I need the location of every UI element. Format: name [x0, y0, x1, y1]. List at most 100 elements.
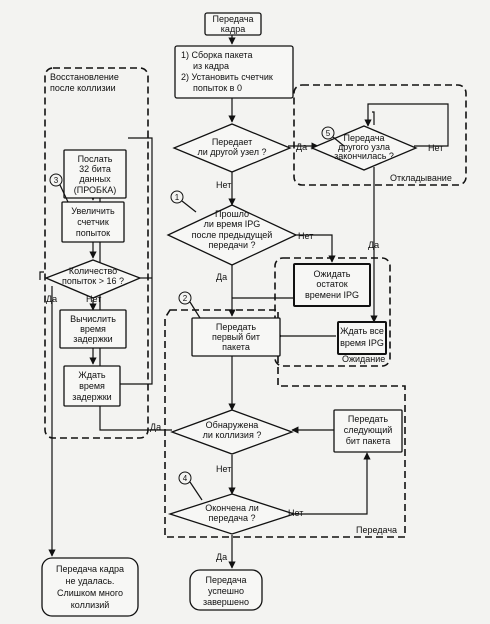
svg-text:Передать: Передать	[216, 322, 256, 332]
group-deferral	[293, 84, 467, 186]
svg-text:Передача: Передача	[205, 575, 246, 585]
svg-text:32 бита: 32 бита	[79, 164, 111, 174]
svg-text:Ждать: Ждать	[78, 370, 105, 380]
label-yes: Да	[150, 422, 161, 432]
svg-text:Передача: Передача	[343, 133, 384, 143]
svg-text:успешно: успешно	[208, 586, 244, 596]
label-yes: Да	[368, 240, 379, 250]
svg-text:4: 4	[183, 474, 188, 483]
svg-text:5: 5	[326, 129, 331, 138]
svg-text:задержки: задержки	[72, 392, 111, 402]
svg-text:Послать: Послать	[78, 154, 113, 164]
svg-text:Передать: Передать	[348, 414, 388, 424]
svg-text:попыток: попыток	[76, 228, 110, 238]
decision-attempts-exceeded: Количество попыток > 16 ?	[44, 259, 142, 299]
group-transmission	[164, 309, 406, 538]
marker-1: 1	[170, 190, 197, 213]
svg-text:не удалась.: не удалась.	[66, 576, 115, 586]
svg-text:Обнаружена: Обнаружена	[206, 420, 259, 430]
svg-text:ли другой узел ?: ли другой узел ?	[197, 147, 266, 157]
group-recovery-title: после коллизии	[50, 83, 116, 93]
marker-4: 4	[178, 471, 203, 501]
svg-text:ли время IPG: ли время IPG	[204, 219, 261, 229]
decision-other-node-transmitting: Передает ли другой узел ?	[172, 123, 292, 173]
svg-text:ли коллизия ?: ли коллизия ?	[203, 430, 262, 440]
start-terminal: Передача кадра	[204, 12, 262, 36]
svg-text:закончилась ?: закончилась ?	[334, 151, 394, 161]
svg-text:Прошло: Прошло	[215, 209, 249, 219]
svg-text:кадра: кадра	[221, 24, 245, 34]
svg-text:Ожидать: Ожидать	[314, 269, 351, 279]
calculate-delay-block: Вычислить время задержки	[59, 309, 127, 349]
svg-text:Слишком много: Слишком много	[57, 588, 123, 598]
group-deferral-label: Откладывание	[390, 173, 452, 183]
svg-text:попыток в 0: попыток в 0	[193, 83, 242, 93]
group-recovery-title: Восстановление	[50, 72, 119, 82]
group-transmission-label: Передача	[356, 525, 397, 535]
svg-text:бит пакета: бит пакета	[346, 436, 390, 446]
svg-text:Увеличить: Увеличить	[71, 206, 115, 216]
svg-text:2) Установить счетчик: 2) Установить счетчик	[181, 72, 273, 82]
svg-text:Передает: Передает	[212, 137, 252, 147]
assemble-packet-block: 1) Сборка пакета из кадра 2) Установить …	[174, 45, 294, 99]
svg-text:время: время	[80, 324, 106, 334]
svg-text:Ждать все: Ждать все	[340, 326, 384, 336]
svg-text:из кадра: из кадра	[193, 61, 229, 71]
label-no: Нет	[428, 143, 443, 153]
svg-text:передача ?: передача ?	[209, 513, 256, 523]
group-waiting-label: Ожидание	[342, 354, 385, 364]
svg-text:3: 3	[54, 176, 59, 185]
marker-3: 3	[49, 173, 69, 203]
svg-text:времени IPG: времени IPG	[305, 290, 359, 300]
label-yes: Да	[216, 272, 227, 282]
svg-text:счетчик: счетчик	[77, 217, 109, 227]
send-jam-block: Послать 32 бита данных (ПРОБКА)	[63, 149, 127, 199]
svg-text:остаток: остаток	[316, 279, 347, 289]
label-no: Нет	[216, 180, 231, 190]
svg-text:Вычислить: Вычислить	[70, 314, 116, 324]
svg-text:1: 1	[175, 193, 180, 202]
svg-text:Передача: Передача	[212, 14, 253, 24]
label-yes: Да	[296, 142, 307, 152]
svg-text:2: 2	[183, 294, 188, 303]
success-terminal: Передача успешно завершено	[189, 569, 263, 611]
label-no: Нет	[298, 231, 313, 241]
svg-text:Количество: Количество	[69, 266, 117, 276]
wait-remaining-ipg-block: Ожидать остаток времени IPG	[293, 263, 371, 307]
failed-terminal: Передача кадра не удалась. Слишком много…	[41, 557, 139, 617]
svg-text:следующий: следующий	[344, 425, 393, 435]
decision-other-node-finished: Передача другого узла закончилась ?	[310, 125, 418, 171]
label-yes: Да	[216, 552, 227, 562]
label-no: Нет	[216, 464, 231, 474]
svg-text:(ПРОБКА): (ПРОБКА)	[74, 185, 116, 195]
wait-full-ipg-block: Ждать все время IPG	[337, 321, 387, 355]
svg-text:передачи ?: передачи ?	[209, 240, 256, 250]
svg-text:после предыдущей: после предыдущей	[192, 230, 273, 240]
send-next-bit-block: Передать следующий бит пакета	[333, 409, 403, 453]
svg-text:первый бит: первый бит	[212, 332, 260, 342]
send-first-bit-block: Передать первый бит пакета	[191, 317, 281, 357]
svg-text:Передача кадра: Передача кадра	[56, 564, 124, 574]
decision-collision-detected: Обнаружена ли коллизия ?	[170, 409, 294, 455]
svg-text:данных: данных	[79, 174, 111, 184]
svg-text:Окончена ли: Окончена ли	[205, 503, 258, 513]
svg-text:1) Сборка пакета: 1) Сборка пакета	[181, 50, 252, 60]
decision-transmission-finished: Окончена ли передача ?	[167, 493, 297, 535]
svg-text:попыток > 16 ?: попыток > 16 ?	[62, 276, 124, 286]
svg-text:задержки: задержки	[73, 334, 112, 344]
svg-text:другого узла: другого узла	[338, 142, 390, 152]
decision-ipg-elapsed: Прошло ли время IPG после предыдущей пер…	[166, 204, 298, 266]
svg-text:коллизий: коллизий	[71, 600, 110, 610]
marker-2: 2	[178, 291, 201, 319]
marker-5: 5	[321, 126, 345, 147]
svg-text:время IPG: время IPG	[340, 338, 384, 348]
label-no: Нет	[288, 508, 303, 518]
label-yes: Да	[46, 294, 57, 304]
label-no: Нет	[86, 294, 101, 304]
increment-counter-block: Увеличить счетчик попыток	[61, 201, 125, 243]
wait-delay-block: Ждать время задержки	[63, 365, 121, 407]
svg-text:пакета: пакета	[222, 342, 250, 352]
svg-text:время: время	[79, 381, 105, 391]
svg-text:завершено: завершено	[203, 597, 249, 607]
